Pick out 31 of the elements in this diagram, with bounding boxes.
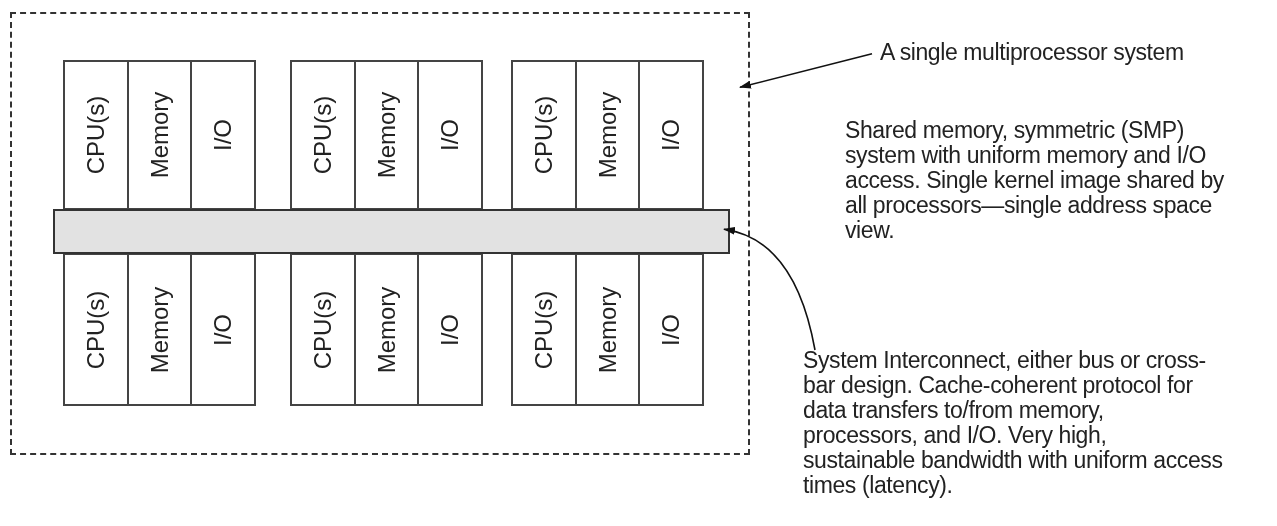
component-label: I/O bbox=[211, 313, 236, 346]
node-module bbox=[63, 253, 256, 406]
arrow bbox=[739, 52, 873, 89]
description-text: Shared memory, symmetric (SMP) system with uniform memory and I/O access. Single kernel image shared by all processors—single address space view. bbox=[845, 118, 1225, 243]
component-label: CPU(s) bbox=[531, 290, 556, 369]
node-module bbox=[63, 60, 256, 210]
node-module bbox=[511, 60, 704, 210]
component-label: CPU(s) bbox=[310, 290, 335, 369]
component-label: Memory bbox=[147, 91, 172, 179]
arrow bbox=[723, 227, 816, 351]
component-label: CPU(s) bbox=[83, 95, 108, 175]
component-label: I/O bbox=[659, 119, 684, 151]
component-label: Memory bbox=[147, 286, 172, 373]
node-module bbox=[290, 60, 483, 210]
interconnect-bar bbox=[53, 209, 730, 254]
callout-text: System Interconnect, either bus or cross-bar design. Cache-coherent protocol for data transfers to/from memory, processors, and I/O. Very high, sustainable bandwidth with uniform access times (latency). bbox=[803, 348, 1223, 498]
component-label: Memory bbox=[374, 91, 399, 179]
component-label: I/O bbox=[438, 119, 463, 151]
component-label: Memory bbox=[595, 91, 620, 179]
component-label: I/O bbox=[211, 119, 236, 151]
component-label: CPU(s) bbox=[310, 95, 335, 175]
component-label: Memory bbox=[595, 286, 620, 373]
component-label: CPU(s) bbox=[531, 95, 556, 175]
callout-text: A single multiprocessor system bbox=[880, 40, 1270, 65]
node-module bbox=[290, 253, 483, 406]
component-label: I/O bbox=[659, 313, 684, 346]
system-boundary bbox=[10, 12, 750, 455]
node-module bbox=[511, 253, 704, 406]
component-label: Memory bbox=[374, 286, 399, 373]
component-label: I/O bbox=[438, 313, 463, 346]
component-label: CPU(s) bbox=[83, 290, 108, 369]
